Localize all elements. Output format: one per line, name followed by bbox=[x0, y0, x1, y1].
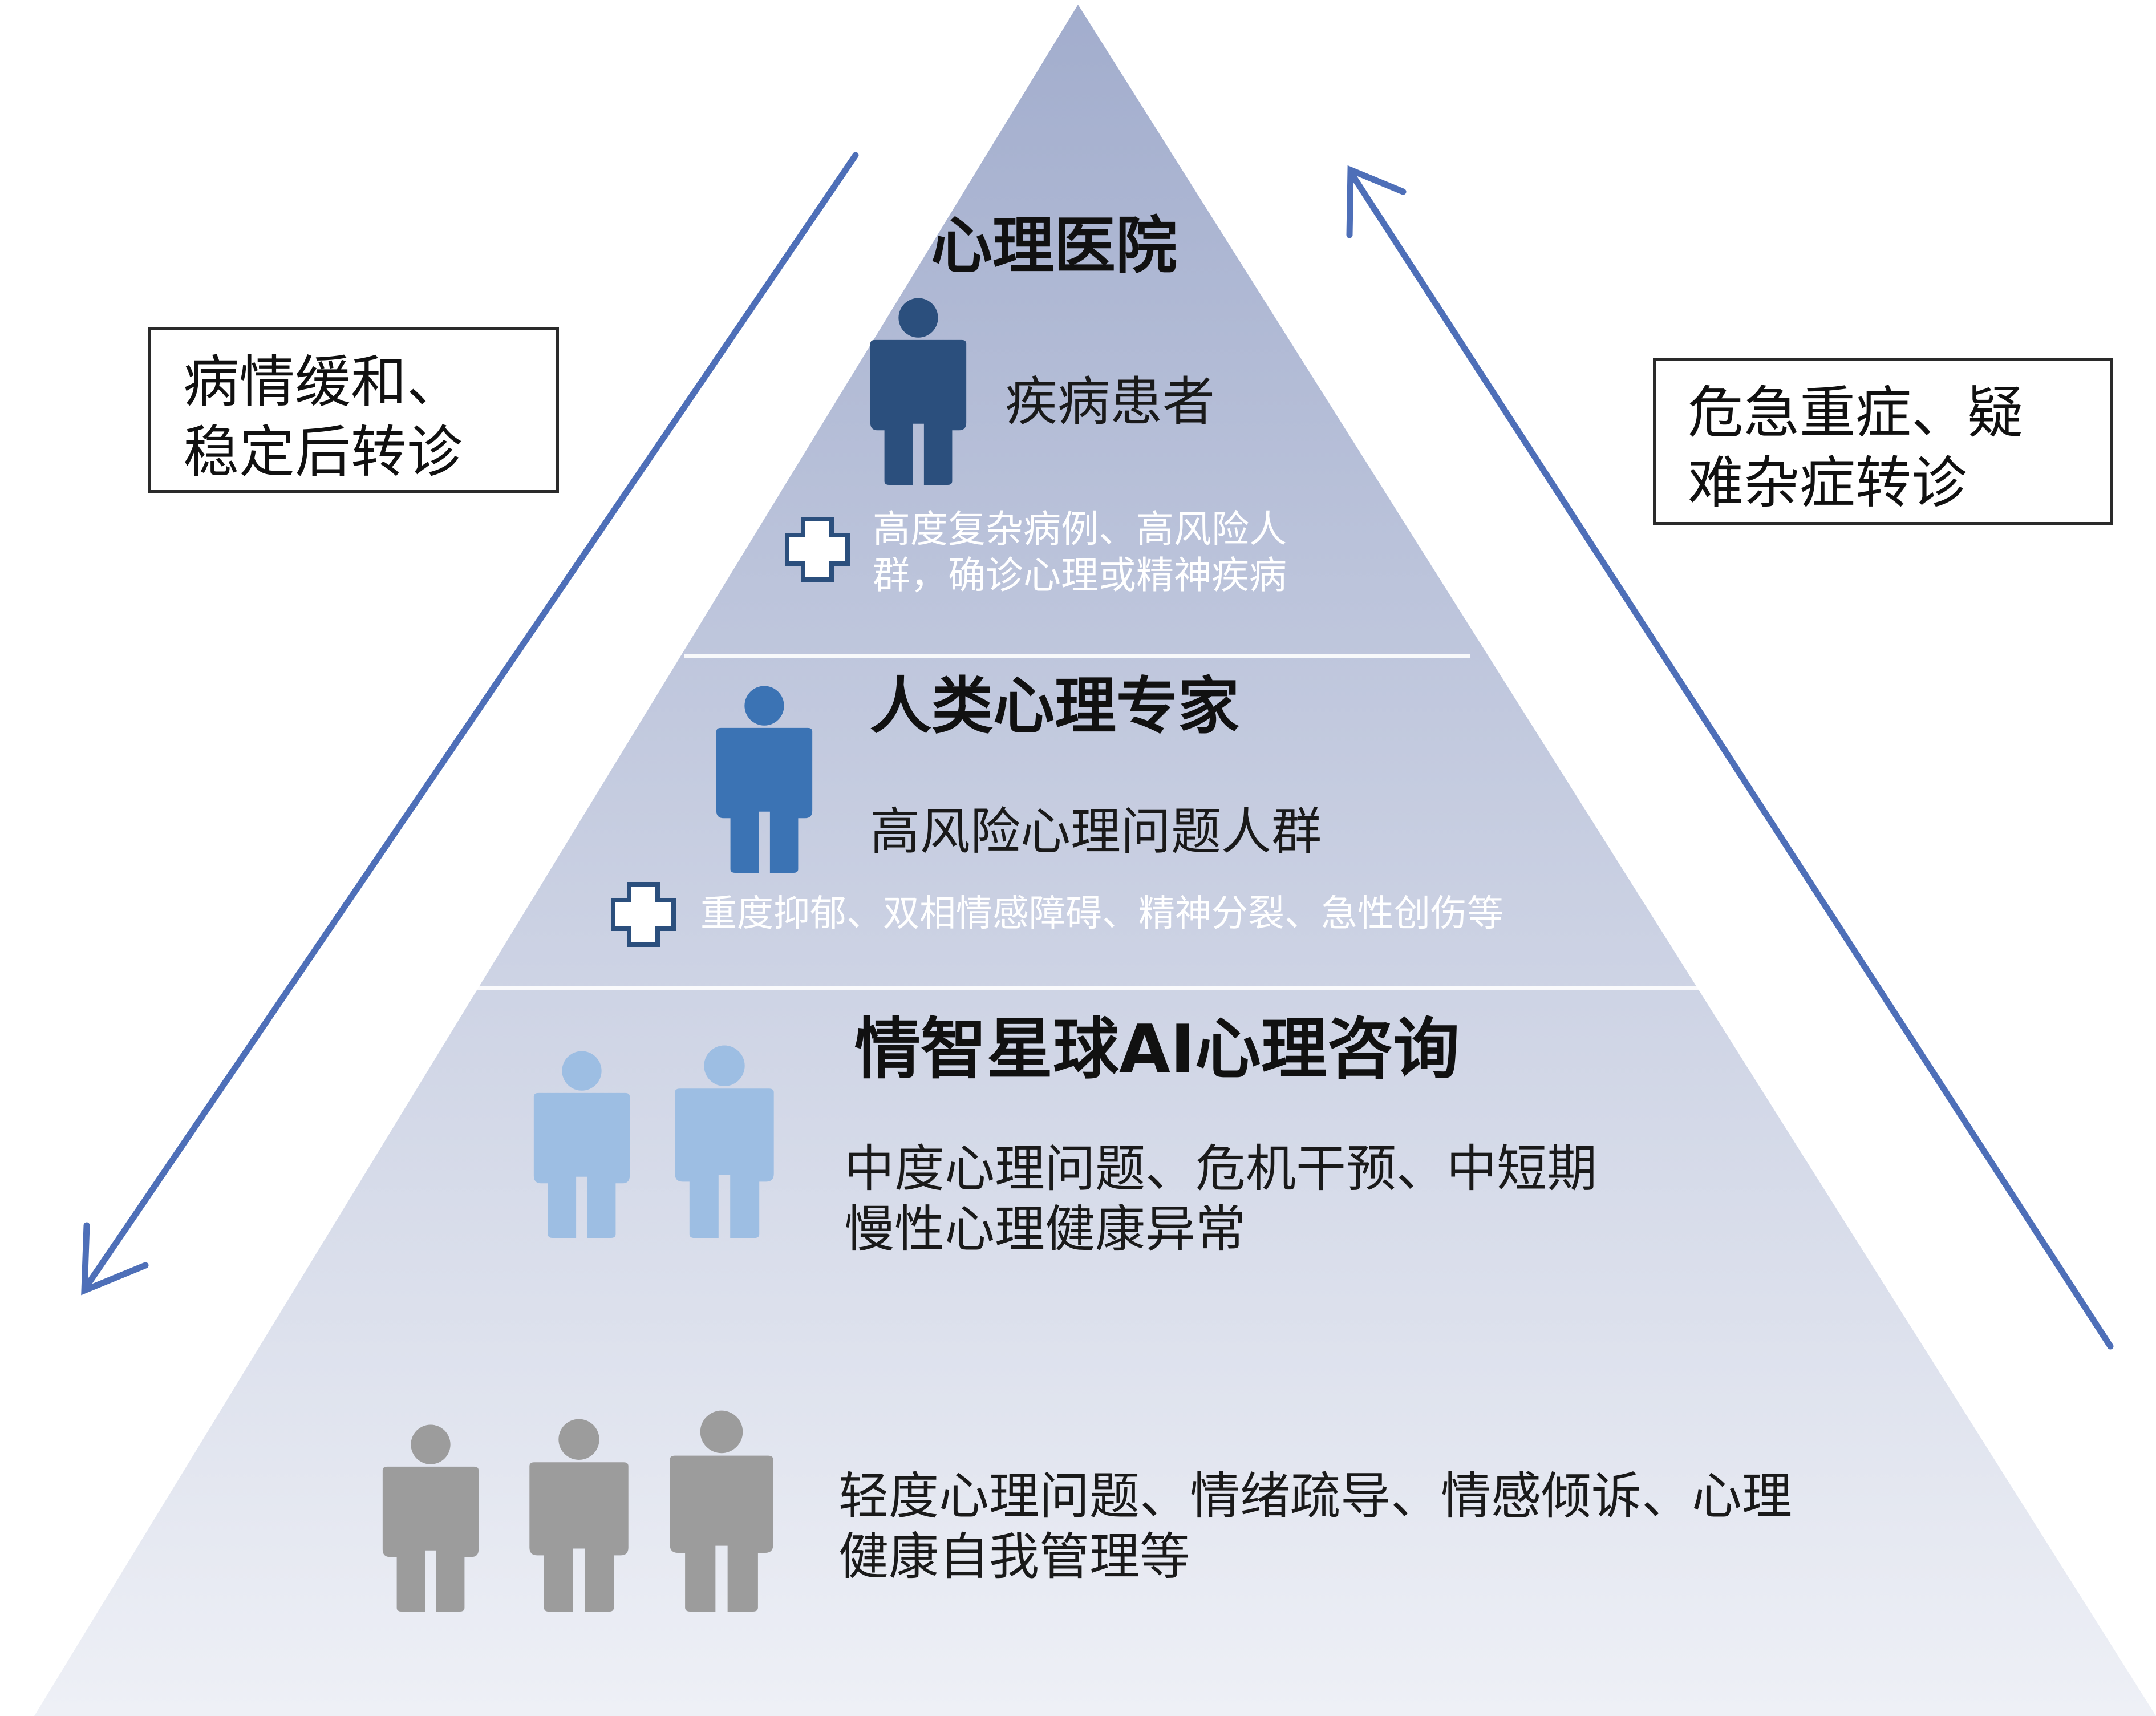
tier3-description: 中度心理问题、危机干预、中短期 慢性心理健康异常 bbox=[844, 1139, 1597, 1259]
pyramid-shape bbox=[34, 5, 2156, 1716]
tier3-description-line: 慢性心理健康异常 bbox=[844, 1199, 1246, 1258]
right-referral-box: 危急重症、疑 难杂症转诊 bbox=[1653, 358, 2113, 525]
tier3-description-line: 中度心理问题、危机干预、中短期 bbox=[844, 1139, 1598, 1198]
tier1-note: 高度复杂病例、高风险人 群，确诊心理或精神疾病 bbox=[873, 507, 1287, 598]
tier2-note: 重度抑郁、双相情感障碍、精神分裂、急性创伤等 bbox=[700, 893, 1503, 935]
tier1-subtitle: 疾病患者 bbox=[1005, 371, 1215, 432]
tier4-description: 轻度心理问题、情绪疏导、情感倾诉、心理 健康自我管理等 bbox=[838, 1466, 1792, 1587]
tier1-title: 心理医院 bbox=[931, 211, 1178, 282]
tier2-subtitle: 高风险心理问题人群 bbox=[870, 802, 1322, 861]
tier1-note-line: 群，确诊心理或精神疾病 bbox=[873, 553, 1287, 597]
left-referral-line: 病情缓和、 bbox=[183, 350, 463, 415]
right-referral-line: 危急重症、疑 bbox=[1688, 381, 2024, 446]
tier1-note-line: 高度复杂病例、高风险人 bbox=[873, 507, 1287, 551]
down-left-arrow bbox=[81, 152, 859, 1296]
tier3-title: 情智星球AI心理咨询 bbox=[854, 1011, 1460, 1088]
left-referral-line: 稳定后转诊 bbox=[183, 419, 463, 485]
tier4-description-line: 健康自我管理等 bbox=[838, 1527, 1190, 1586]
right-referral-line: 难杂症转诊 bbox=[1688, 450, 1968, 516]
up-right-arrow bbox=[1346, 165, 2114, 1350]
cross-icon bbox=[611, 882, 676, 947]
left-referral-box: 病情缓和、 稳定后转诊 bbox=[148, 327, 559, 493]
tier4-description-line: 轻度心理问题、情绪疏导、情感倾诉、心理 bbox=[838, 1467, 1793, 1525]
cross-icon bbox=[785, 517, 850, 582]
tier2-title: 人类心理专家 bbox=[870, 671, 1240, 742]
